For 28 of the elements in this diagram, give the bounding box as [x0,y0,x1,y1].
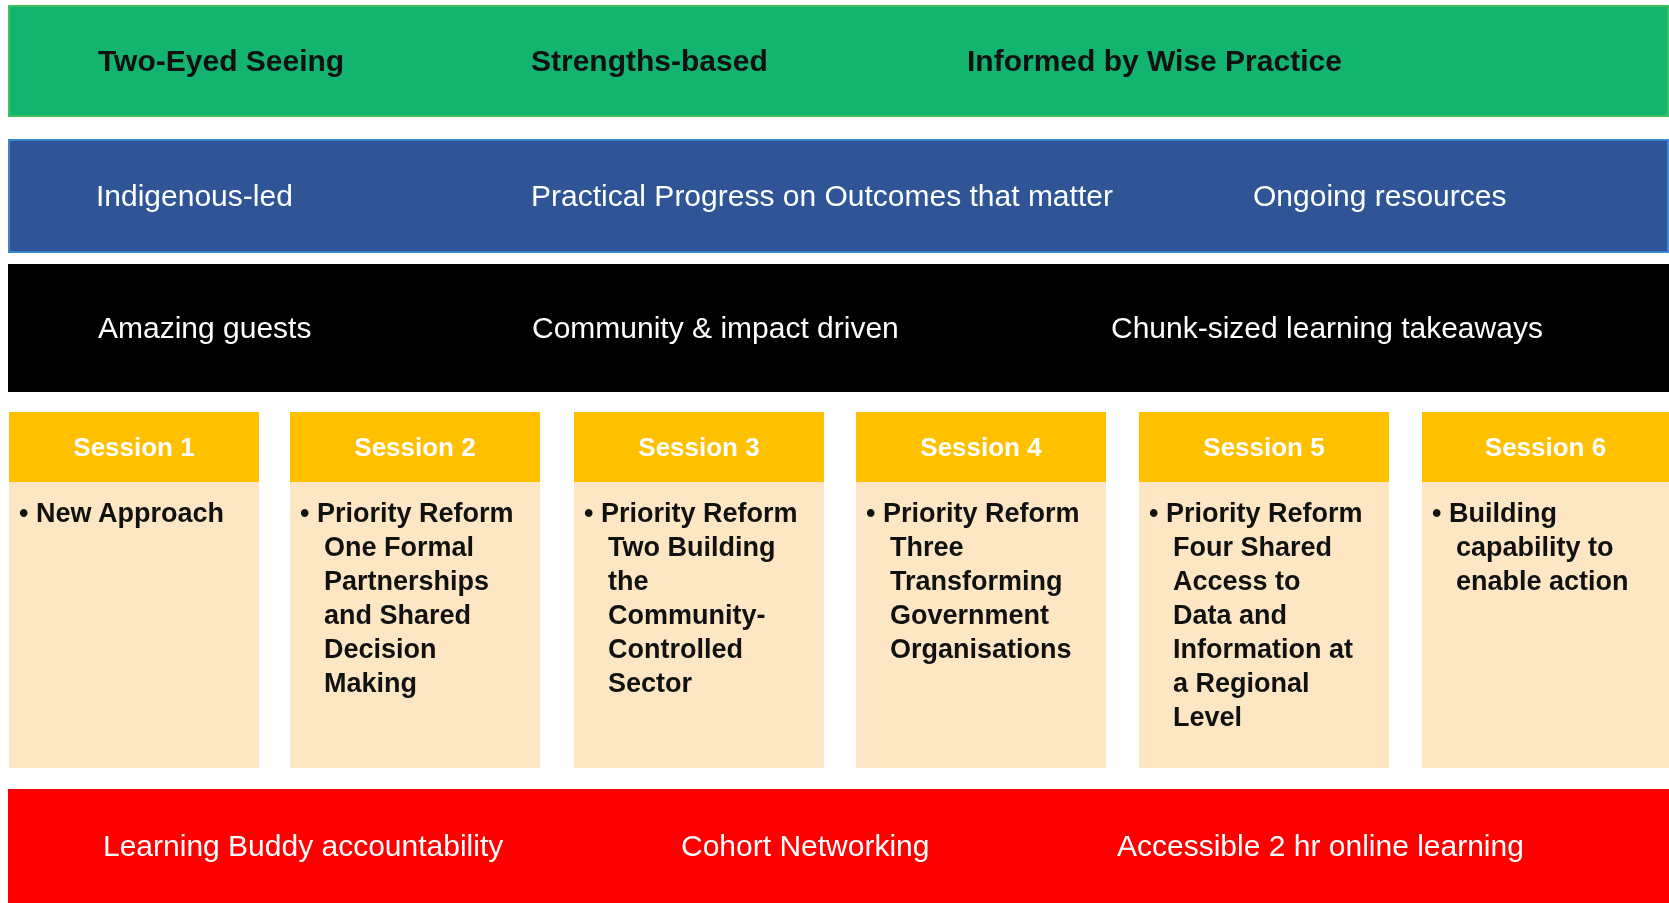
banner-band [8,264,1669,392]
band-label: Accessible 2 hr online learning [1117,829,1524,863]
banner-band [8,789,1669,903]
session-header: Session 2 [290,412,540,482]
session-header: Session 3 [574,412,824,482]
session-header: Session 5 [1139,412,1389,482]
band-label: Indigenous-led [96,179,293,213]
band-label: Chunk-sized learning takeaways [1111,311,1543,345]
session-header: Session 1 [9,412,259,482]
band-label: Amazing guests [98,311,312,345]
bullet-item: • Building capability to enable action [1432,497,1630,598]
bullet-item: • New Approach [19,497,225,530]
band-label: Cohort Networking [681,829,930,863]
band-label: Two-Eyed Seeing [98,44,345,78]
bullet-item: • Priority Reform Two Building the Community-Controlled Sector [584,497,799,700]
band-label: Ongoing resources [1253,179,1507,213]
band-label: Practical Progress on Outcomes that matter [531,179,1113,213]
bullet-item: • Priority Reform Three Transforming Government Organisations [866,497,1081,666]
session-header: Session 4 [856,412,1106,482]
banner-band [8,139,1669,253]
band-label: Community & impact driven [532,311,899,345]
bullet-item: • Priority Reform Four Shared Access to Data and Information at a Regional Level [1149,497,1364,734]
band-label: Learning Buddy accountability [103,829,504,863]
band-label: Strengths-based [531,44,768,78]
band-label: Informed by Wise Practice [967,44,1342,78]
banner-band [8,5,1669,117]
bullet-item: • Priority Reform One Formal Partnerships and Shared Decision Making [300,497,515,700]
session-header: Session 6 [1422,412,1669,482]
